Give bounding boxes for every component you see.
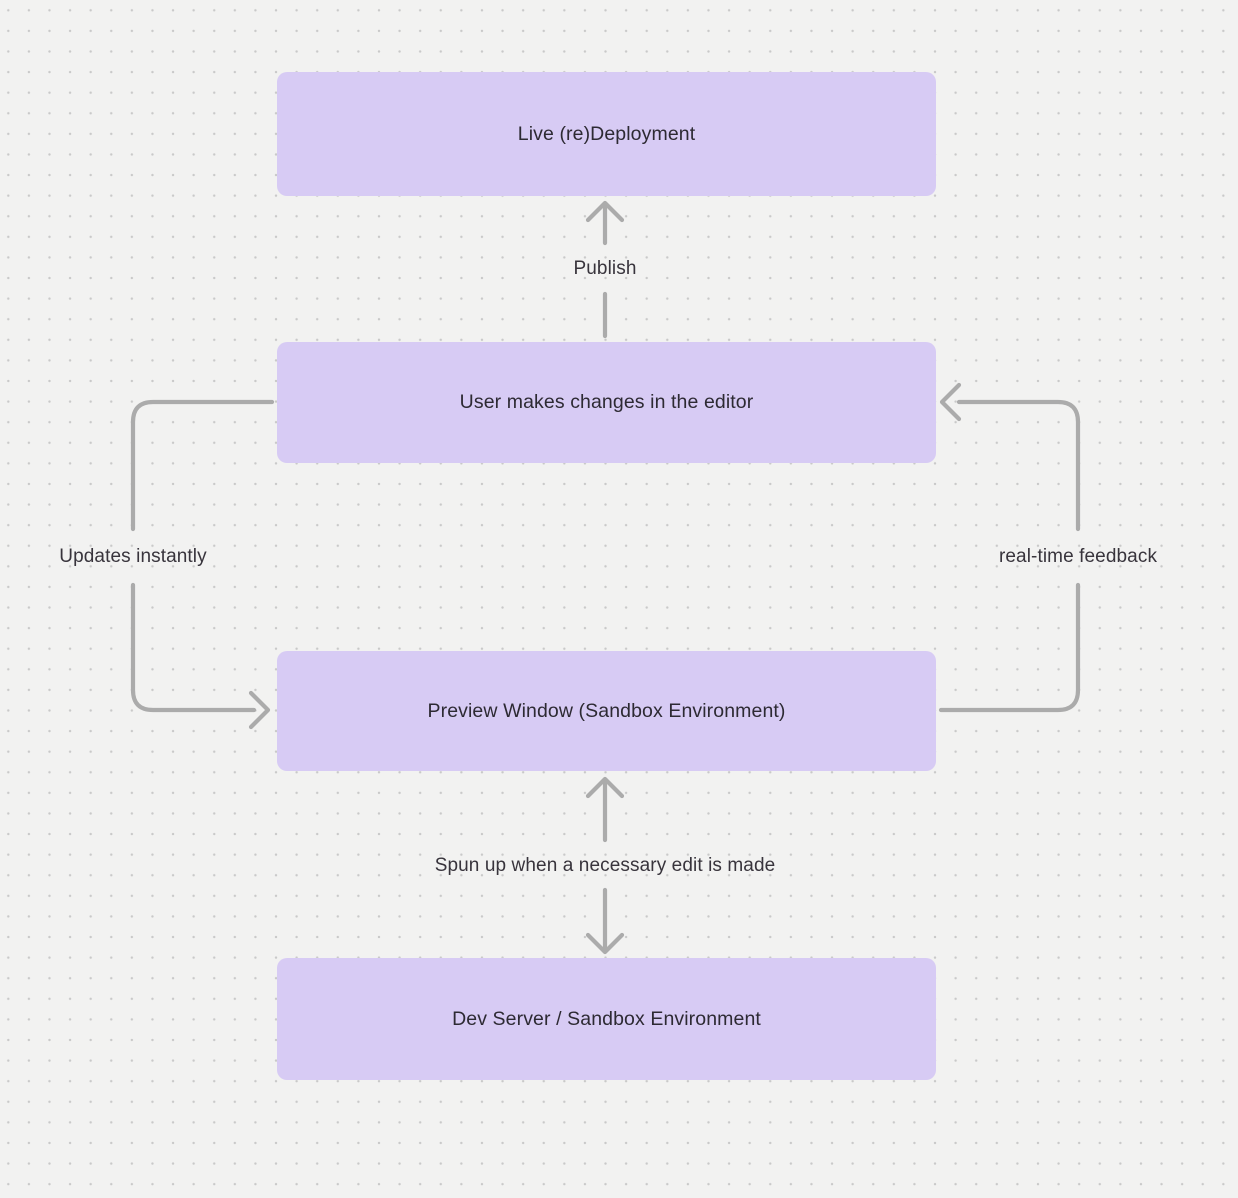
arrowhead-right-icon — [248, 690, 271, 730]
edge-publish[interactable] — [585, 200, 625, 339]
edge-label-publish[interactable]: Publish — [573, 258, 637, 279]
node-live-redeployment[interactable]: Live (re)Deployment — [277, 72, 936, 196]
edge-label-spun-up[interactable]: Spun up when a necessary edit is made — [434, 855, 776, 876]
edge-updates-lower — [130, 582, 257, 713]
edge-updates-instantly[interactable] — [130, 399, 275, 730]
edge-label-real-time-feedback[interactable]: real-time feedback — [998, 546, 1158, 567]
node-label: User makes changes in the editor — [459, 391, 754, 413]
node-label: Live (re)Deployment — [517, 122, 696, 145]
node-label: Preview Window (Sandbox Environment) — [427, 699, 786, 722]
node-dev-server[interactable]: Dev Server / Sandbox Environment — [277, 958, 936, 1080]
edge-feedback-upper — [956, 399, 1081, 532]
arrowhead-left-icon — [939, 382, 962, 422]
edge-real-time-feedback[interactable] — [938, 382, 1081, 713]
edge-feedback-lower — [938, 582, 1081, 713]
arrowhead-up-icon — [585, 200, 625, 223]
node-preview-window[interactable]: Preview Window (Sandbox Environment) — [277, 651, 936, 771]
arrowhead-up-icon — [585, 776, 625, 799]
arrowhead-down-icon — [585, 932, 625, 955]
node-user-changes[interactable]: User makes changes in the editor — [277, 342, 936, 463]
node-label: Dev Server / Sandbox Environment — [452, 1007, 761, 1030]
edge-updates-upper — [130, 399, 275, 532]
edge-spun-up[interactable] — [585, 776, 625, 955]
edge-label-updates-instantly[interactable]: Updates instantly — [59, 546, 207, 567]
